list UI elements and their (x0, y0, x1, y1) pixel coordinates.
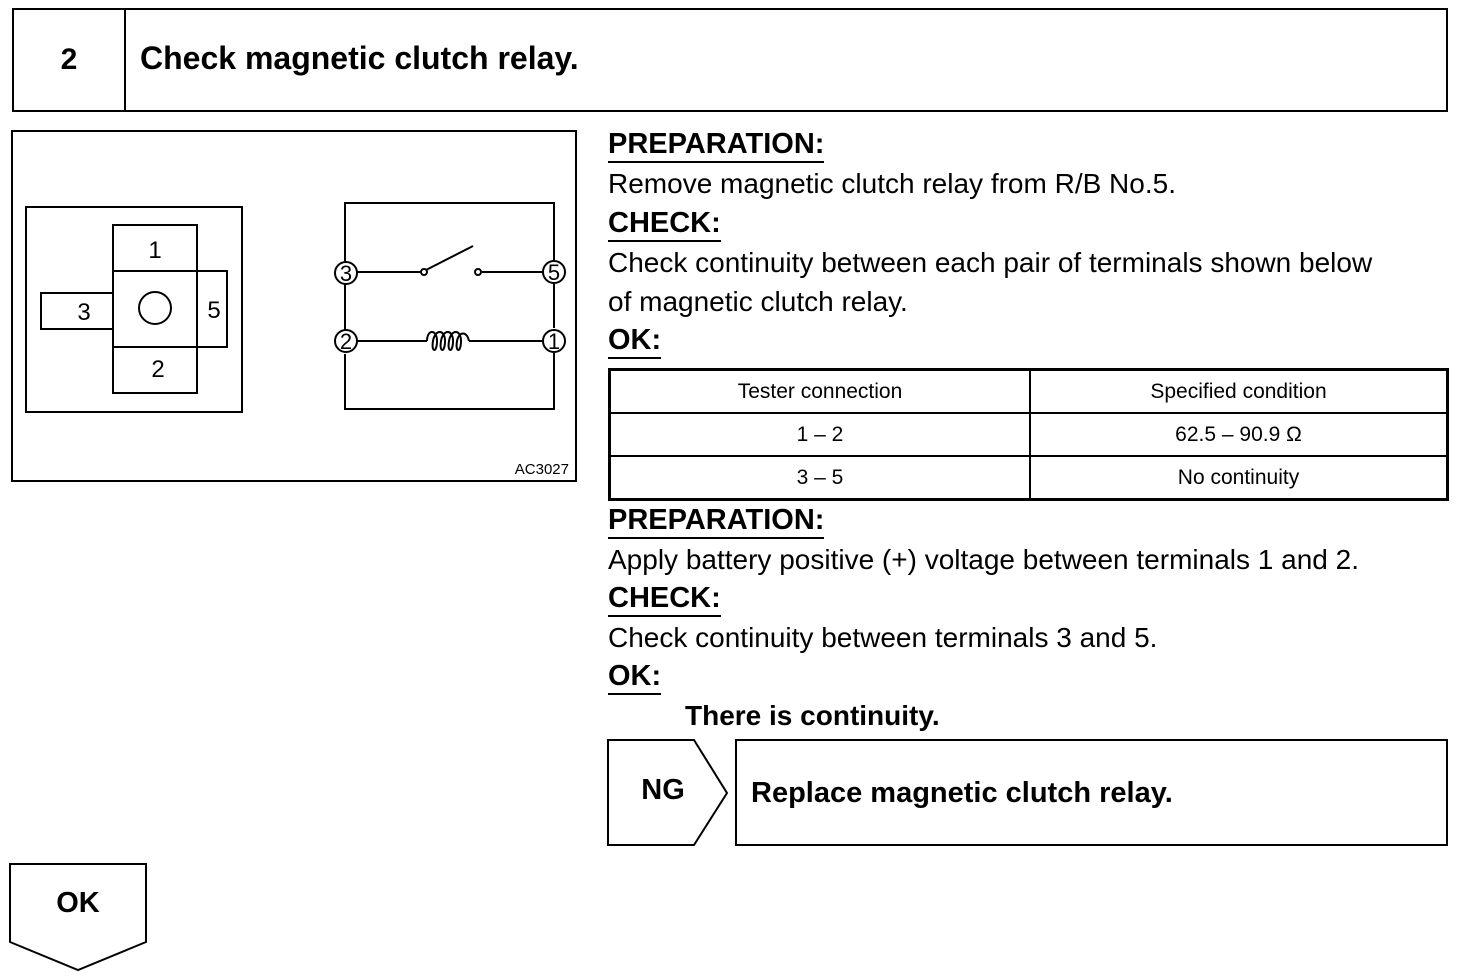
ok-arrow-shape (9, 863, 147, 972)
check-text: Check continuity between each pair of te… (608, 247, 1373, 278)
schematic-terminal-label: 5 (548, 260, 560, 285)
table-header: Specified condition (1029, 368, 1449, 414)
terminal-2-pad (112, 346, 198, 394)
ng-action-text: Replace magnetic clutch relay. (751, 777, 1173, 809)
ng-action-box: Replace magnetic clutch relay. (735, 739, 1448, 846)
connector-outline (25, 206, 243, 413)
table-row: 3 – 5 No continuity (608, 455, 1449, 501)
table-row: 1 – 2 62.5 – 90.9 Ω (608, 412, 1449, 457)
table-cell: 62.5 – 90.9 Ω (1029, 412, 1449, 457)
step-number: 2 (14, 10, 126, 110)
ng-arrow-shape (607, 739, 729, 846)
schematic-terminal-5 (542, 260, 566, 284)
schematic-terminal-label: 2 (340, 329, 352, 354)
ng-label: NG (641, 774, 685, 806)
schematic-terminal-1 (542, 329, 566, 353)
connector-terminal-label: 1 (148, 237, 161, 264)
relay-coil (426, 331, 470, 351)
switch-blade (425, 245, 474, 271)
schematic-terminal-2 (334, 329, 358, 353)
figure-code: AC3027 (515, 461, 569, 478)
ok-result-text: There is continuity. (685, 700, 940, 731)
ok-heading: OK: (608, 659, 662, 695)
connector-terminal-label: 2 (151, 356, 164, 383)
schematic-frame-top (344, 202, 555, 262)
relay-figure: 1 3 5 2 3 5 2 1 AC3027 (11, 130, 577, 482)
relay-diagram: 1 3 5 2 3 5 2 1 AC3027 (25, 202, 569, 478)
step-header: 2 Check magnetic clutch relay. (12, 8, 1448, 112)
check-heading: CHECK: (608, 206, 721, 242)
schematic-terminal-3 (334, 261, 358, 285)
check-text: Check continuity between terminals 3 and… (608, 622, 1158, 653)
table-cell: 1 – 2 (608, 412, 1031, 457)
table-header: Tester connection (608, 368, 1031, 414)
terminal-5-pad (196, 270, 228, 348)
connector-terminal-label: 3 (77, 299, 90, 326)
step-title: Check magnetic clutch relay. (140, 40, 579, 76)
connector-center-hole (138, 291, 172, 325)
ok-heading: OK: (608, 323, 662, 359)
check-text: of magnetic clutch relay. (608, 286, 908, 317)
table-cell: 3 – 5 (608, 455, 1031, 501)
schematic-terminal-label: 1 (548, 329, 560, 354)
ok-label: OK (56, 887, 100, 919)
connector-body (112, 270, 198, 348)
spec-table: Tester connection Specified condition 1 … (608, 368, 1449, 501)
schematic-terminal-label: 3 (340, 261, 352, 286)
table-header-row: Tester connection Specified condition (608, 368, 1449, 414)
switch-contact (420, 268, 428, 276)
preparation-text: Remove magnetic clutch relay from R/B No… (608, 168, 1176, 199)
table-cell: No continuity (1029, 455, 1449, 501)
check-heading: CHECK: (608, 581, 721, 617)
connector-terminal-label: 5 (207, 297, 220, 324)
terminal-3-pad (40, 292, 114, 330)
schematic-frame-bottom (344, 353, 555, 410)
preparation-heading: PREPARATION: (608, 127, 825, 163)
preparation-text: Apply battery positive (+) voltage betwe… (608, 544, 1359, 575)
preparation-heading: PREPARATION: (608, 503, 825, 539)
switch-contact (474, 268, 482, 276)
